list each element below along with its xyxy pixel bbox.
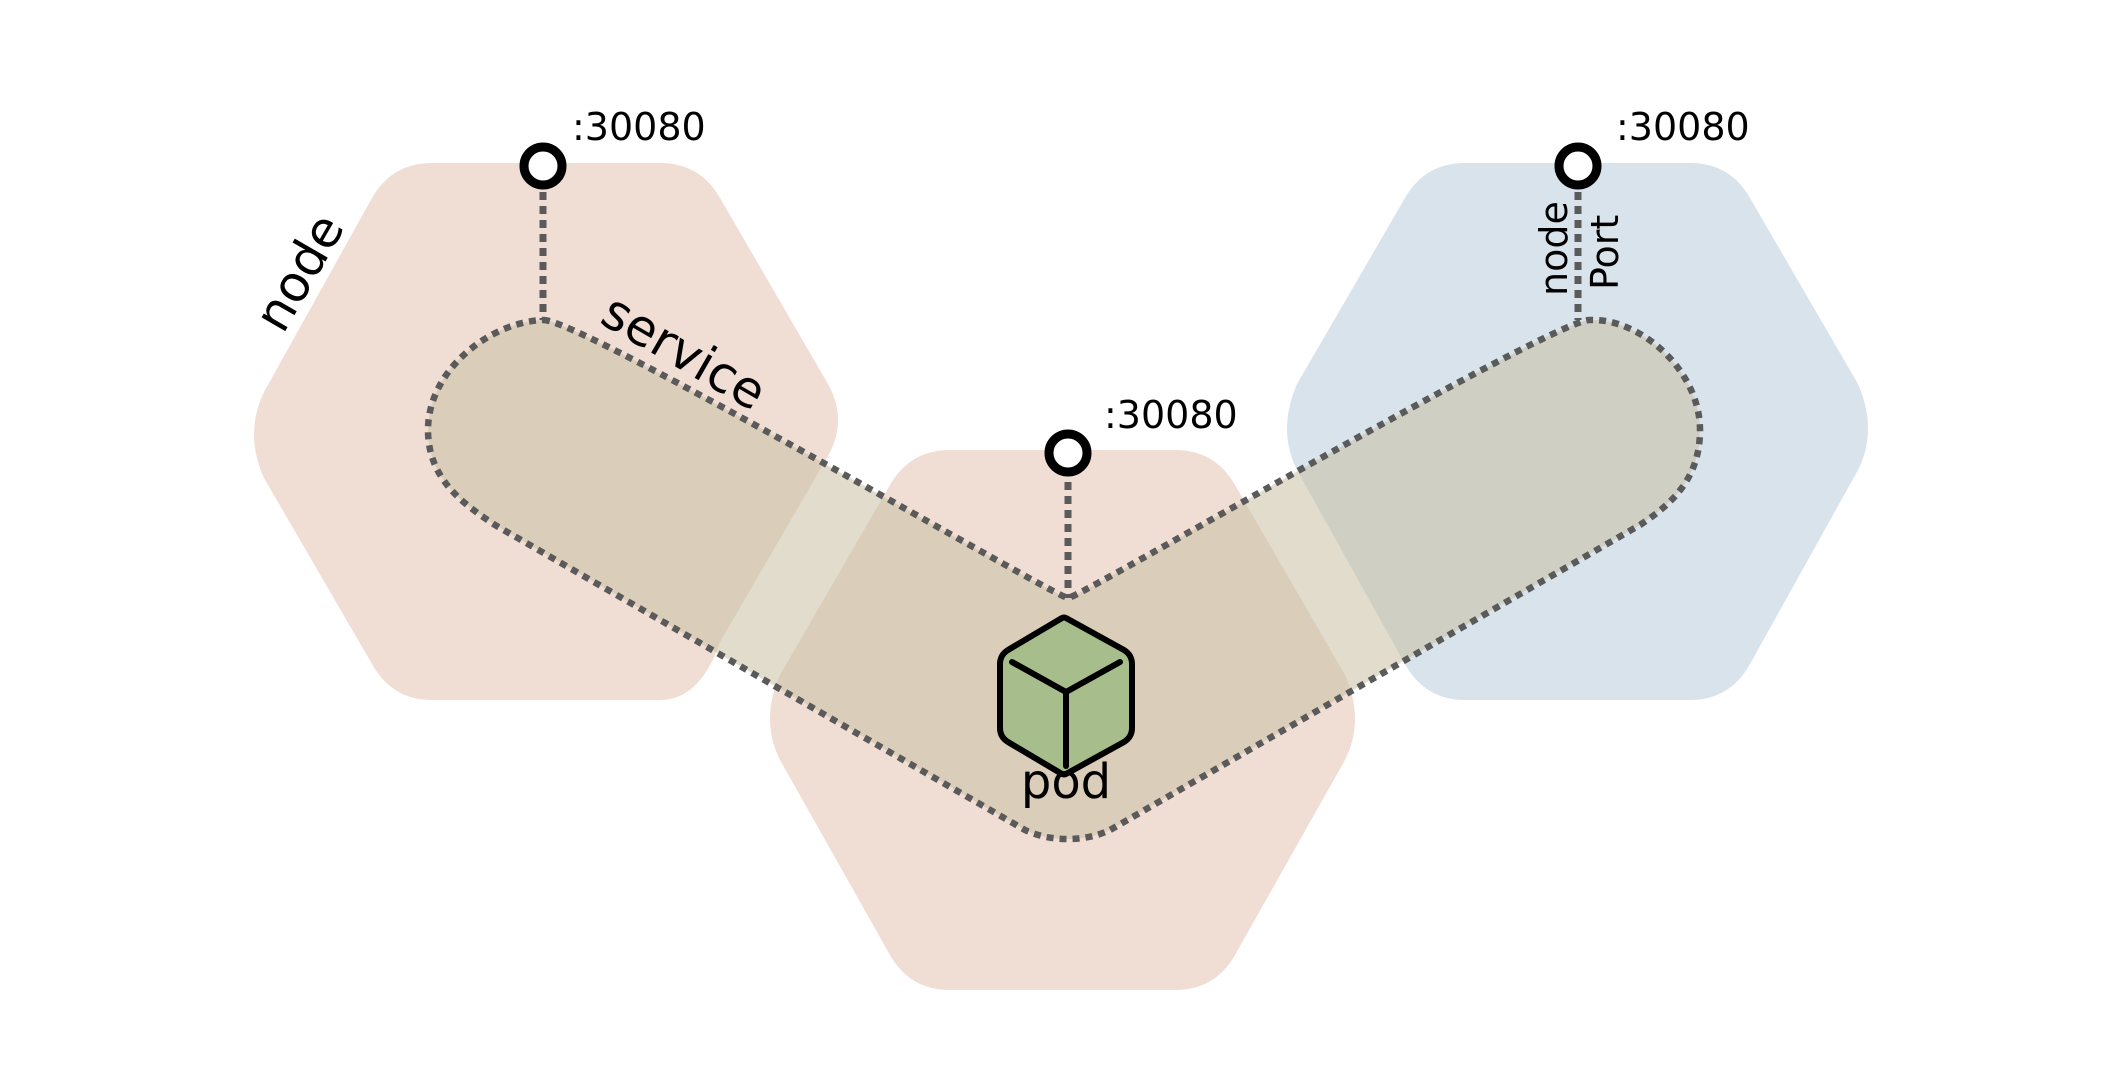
circle-port-icon — [519, 142, 567, 190]
node-port-label-line1: node — [1532, 201, 1576, 296]
service-region — [424, 316, 1704, 843]
pod-label: pod — [1021, 754, 1111, 810]
port-label-center: :30080 — [1104, 393, 1238, 437]
circle-port-icon — [1044, 429, 1092, 477]
cube-icon — [997, 614, 1135, 778]
node-port-label-line2: Port — [1583, 215, 1627, 290]
port-label-left: :30080 — [572, 105, 706, 149]
circle-port-icon — [1554, 142, 1602, 190]
port-label-right: :30080 — [1616, 105, 1750, 149]
